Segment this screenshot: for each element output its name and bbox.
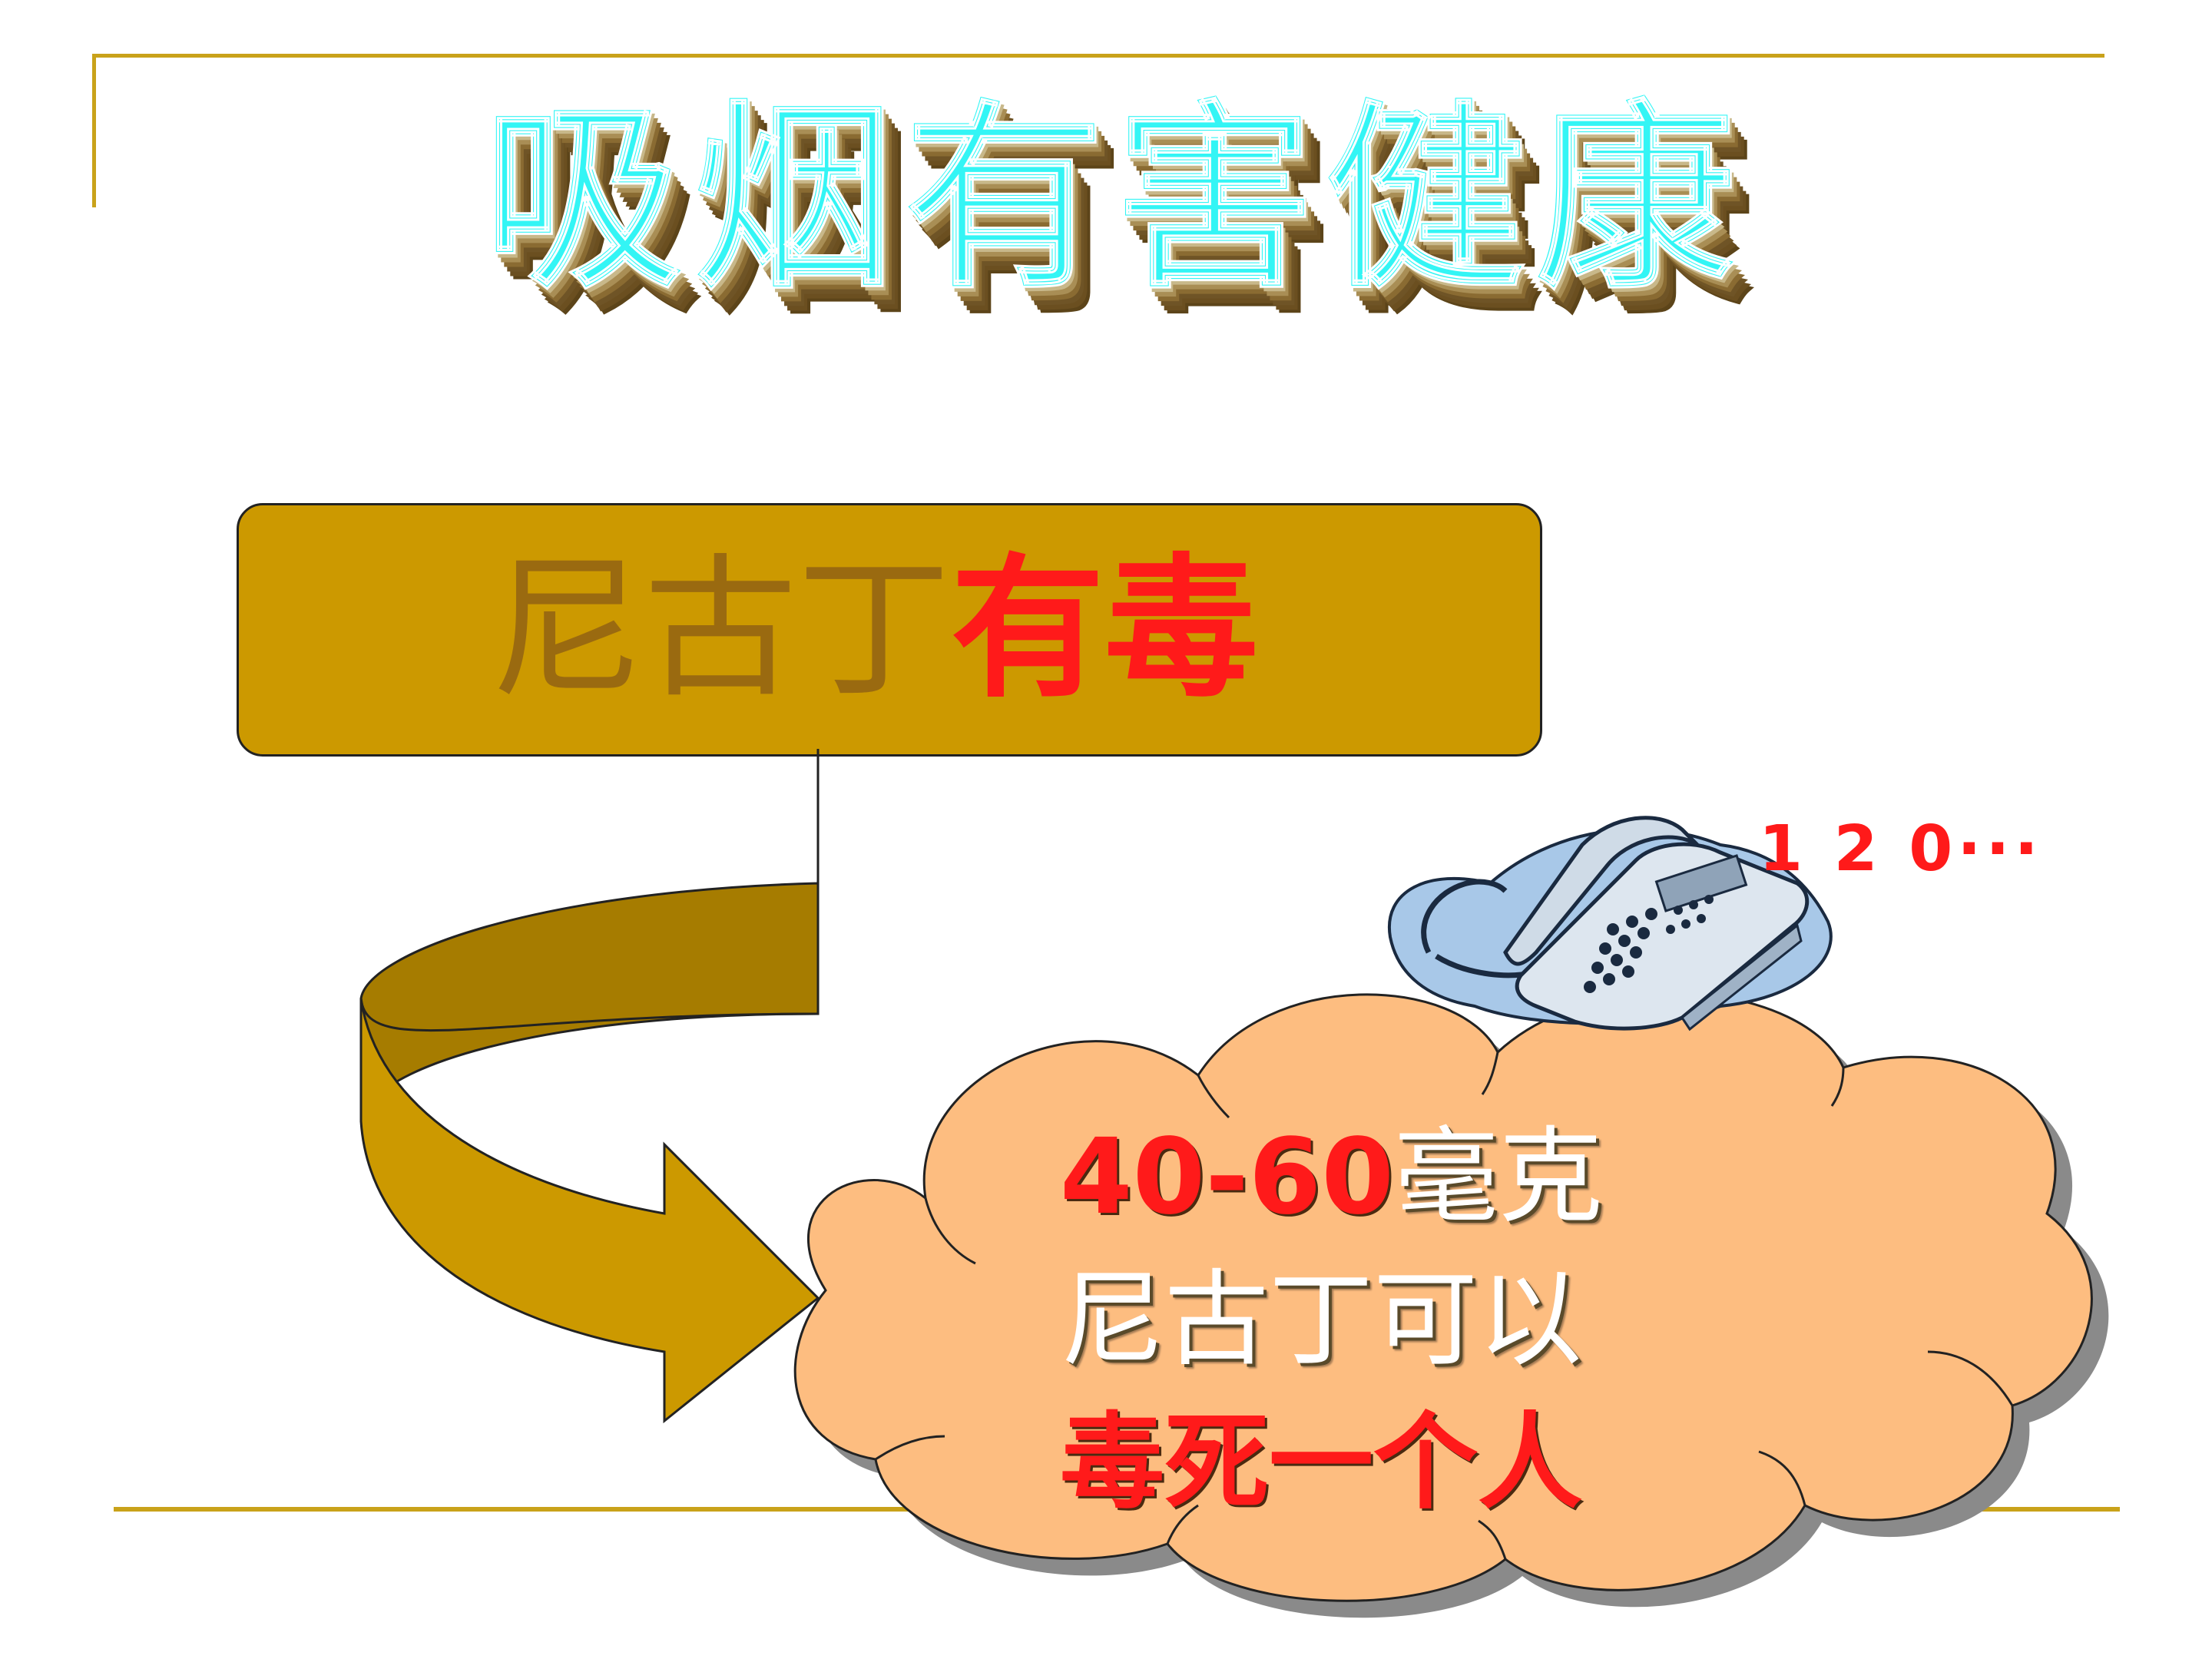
nicotine-box-text: 尼古丁有毒: [490, 553, 1258, 707]
phone-number-label: 1 2 0···: [1759, 813, 2043, 886]
curved-arrow: [359, 749, 820, 1424]
cloud-shape: [793, 992, 2109, 1618]
left-rule: [92, 54, 96, 207]
cloud-line-2: 尼古丁可以: [1060, 1260, 1582, 1381]
title-container: 吸烟有害健康: [184, 54, 2043, 316]
page-title: 吸烟有害健康: [482, 80, 1745, 316]
cloud-text: 40-60毫克 尼古丁可以 毒死一个人: [1060, 1106, 1767, 1535]
cloud-line-3: 毒死一个人: [1060, 1402, 1582, 1524]
telephone-icon: [1387, 816, 1833, 1031]
nicotine-box: 尼古丁有毒: [237, 503, 1542, 757]
top-rule: [92, 54, 2104, 58]
toxic-label: 有毒: [951, 540, 1259, 719]
nicotine-label: 尼古丁: [489, 540, 951, 719]
dose-unit: 毫克: [1393, 1117, 1603, 1238]
dose-amount: 40-60: [1060, 1117, 1394, 1238]
cloud-line-1: 40-60毫克: [1060, 1106, 1767, 1249]
